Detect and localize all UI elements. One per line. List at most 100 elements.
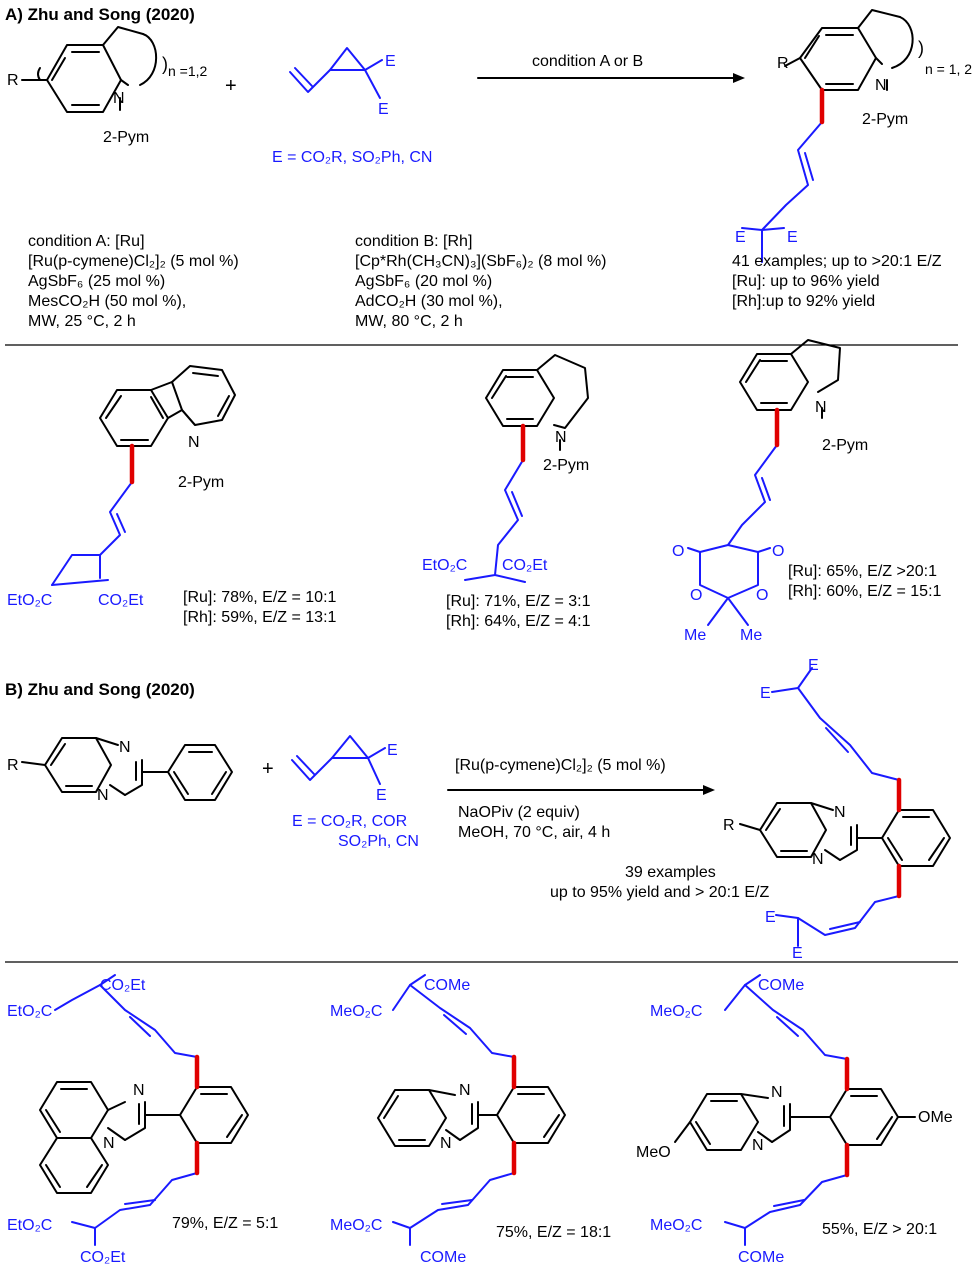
section-a-reactant-pym: 2-Pym [103,129,149,146]
example-a1-result: [Ru]: 78%, E/Z = 10:1 [183,589,337,606]
section-b-summary: 39 examples [625,864,716,881]
condition-a-line: MW, 25 °C, 2 h [28,313,136,330]
example-a2-left-ester: EtO₂C [422,557,467,574]
example-b2-n1: N [459,1082,471,1099]
summary-line: 41 examples; up to >20:1 E/Z [732,253,942,270]
section-b-product-n2: N [812,851,824,868]
example-b1-result: 79%, E/Z = 5:1 [172,1215,278,1232]
example-a3-structure [687,339,841,626]
section-b-product [739,667,951,947]
section-b-plus: + [262,758,274,780]
section-a-reactant-r: R [7,72,19,89]
example-b2-n2: N [440,1135,452,1152]
section-b-e-definition: SO₂Ph, CN [338,833,419,850]
section-a-reactant-n-index: n =1,2 [168,63,208,79]
example-a3-o1: O [672,543,684,560]
example-a1-right-ester: CO₂Et [98,592,144,609]
example-b3-n1: N [771,1084,783,1101]
section-b-reactant-r: R [7,757,19,774]
condition-b-line: AgSbF₆ (20 mol %) [355,273,492,290]
section-a-product-bracket: ) [918,38,924,58]
example-b2-top-right: COMe [424,977,470,994]
example-a1-pym: 2-Pym [178,474,224,491]
example-a3-o4: O [756,587,768,604]
example-b3-n2: N [752,1137,764,1154]
section-b-condition: NaOPiv (2 equiv) [458,804,580,821]
section-a-vcp-e1: E [385,53,396,70]
example-b3-bottom-left: MeO₂C [650,1217,702,1234]
section-b-vinylcyclopropane [291,735,386,785]
example-b2-structure [377,974,566,1246]
section-b-product-e: E [765,909,776,926]
section-a-reactant-bracket: ) [162,54,168,74]
example-a2-right-ester: CO₂Et [502,557,548,574]
example-b3-meo: MeO [636,1144,671,1161]
section-b-product-e: E [760,685,771,702]
example-b1-n1: N [133,1082,145,1099]
condition-b-line: AdCO₂H (30 mol %), [355,293,503,310]
example-a3-o3: O [690,587,702,604]
example-a3-result: [Ru]: 65%, E/Z >20:1 [788,563,937,580]
example-b2-bottom-right: COMe [420,1249,466,1266]
section-a-product-pym: 2-Pym [862,111,908,128]
section-b-product-n1: N [834,804,846,821]
example-b3-bottom-right: COMe [738,1249,784,1266]
section-a-product-n: N [875,77,887,94]
section-b-condition: MeOH, 70 °C, air, 4 h [458,824,610,841]
example-b1-structure [39,974,249,1246]
example-a3-n: N [815,399,827,416]
example-a1-result: [Rh]: 59%, E/Z = 13:1 [183,609,337,626]
example-a3-result: [Rh]: 60%, E/Z = 15:1 [788,583,942,600]
example-b2-top-left: MeO₂C [330,1003,382,1020]
section-b-summary: up to 95% yield and > 20:1 E/Z [550,884,769,901]
condition-a-line: [Ru(p-cymene)Cl₂]₂ (5 mol %) [28,253,239,270]
condition-b-line: condition B: [Rh] [355,233,472,250]
section-a-reactant-indoline [21,26,157,113]
example-a1-n: N [188,434,200,451]
condition-a-line: MesCO₂H (50 mol %), [28,293,186,310]
example-b2-result: 75%, E/Z = 18:1 [496,1224,611,1241]
section-a-vcp-e2: E [378,101,389,118]
example-a2-pym: 2-Pym [543,457,589,474]
example-b2-bottom-left: MeO₂C [330,1217,382,1234]
condition-a-line: condition A: [Ru] [28,233,145,250]
example-b1-top-right: CO₂Et [100,977,146,994]
section-b-vcp-e2: E [376,787,387,804]
example-a3-pym: 2-Pym [822,437,868,454]
section-a-plus: + [225,75,237,97]
section-b-title: B) Zhu and Song (2020) [5,680,195,699]
section-b-vcp-e1: E [387,742,398,759]
section-b-product-e: E [792,945,803,962]
section-a-product-e1: E [735,229,746,246]
example-b3-top-right: COMe [758,977,804,994]
section-b-product-e: E [808,657,819,674]
example-b3-top-left: MeO₂C [650,1003,702,1020]
section-a-reactant-n: N [113,90,125,107]
example-b3-ome: OMe [918,1109,953,1126]
section-b-product-r: R [723,817,735,834]
section-a-arrowhead [733,73,745,83]
section-b-reactant-n1: N [119,739,131,756]
summary-line: [Ru]: up to 96% yield [732,273,880,290]
section-a-product-e2: E [787,229,798,246]
section-a-arrow-label: condition A or B [532,53,643,70]
section-b-condition: [Ru(p-cymene)Cl₂]₂ (5 mol %) [455,757,666,774]
example-a2-result: [Rh]: 64%, E/Z = 4:1 [446,613,591,630]
example-b3-structure [674,974,916,1246]
section-b-reactant-n2: N [97,787,109,804]
example-a3-me1: Me [684,627,706,644]
example-b1-top-left: EtO₂C [7,1003,52,1020]
example-a2-n: N [555,429,567,446]
section-b-reactant [21,737,233,801]
section-a-product-r: R [777,55,789,72]
section-b-arrowhead [703,785,715,795]
section-a-vinylcyclopropane [289,47,383,99]
section-a-e-definition: E = CO₂R, SO₂Ph, CN [272,149,432,166]
condition-b-line: MW, 80 °C, 2 h [355,313,463,330]
condition-b-line: [Cp*Rh(CH₃CN)₃](SbF₆)₂ (8 mol %) [355,253,607,270]
example-a2-structure [464,354,589,583]
example-a1-left-ester: EtO₂C [7,592,52,609]
example-a3-me2: Me [740,627,762,644]
section-a-title: A) Zhu and Song (2020) [5,5,195,24]
